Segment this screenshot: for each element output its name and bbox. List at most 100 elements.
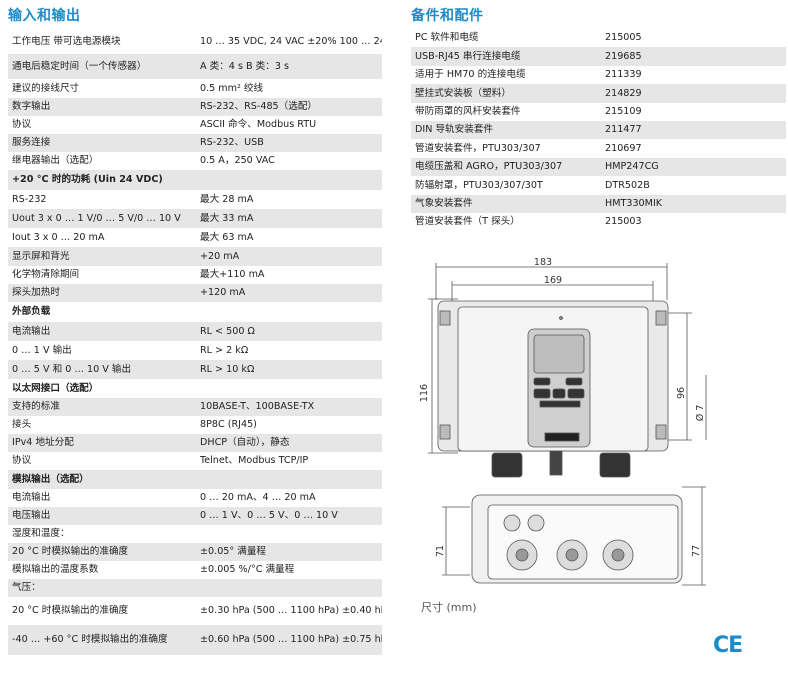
spec-label: 支持的标准 — [8, 398, 196, 416]
dimension-caption: 尺寸 (mm) — [421, 601, 477, 614]
accessory-name: 气象安装套件 — [411, 194, 601, 213]
accessory-code: 211339 — [601, 65, 786, 85]
spec-value: 最大+110 mA — [196, 266, 382, 284]
spec-value: DHCP（自动），静态 — [196, 434, 382, 452]
spec-value: RL < 500 Ω — [196, 322, 382, 341]
accessory-name: 防辐射罩，PTU303/307/30T — [411, 176, 601, 195]
dim-height-77: 77 — [691, 545, 702, 557]
spec-label: 探头加热时 — [8, 284, 196, 302]
spec-value: 最大 33 mA — [196, 209, 382, 228]
spec-value: ±0.30 hPa (500 … 1100 hPa) ±0.40 hPa (50… — [196, 597, 382, 625]
spec-value: ASCII 命令、Modbus RTU — [196, 116, 382, 134]
spec-label: 以太网接口（选配） — [8, 379, 196, 398]
spec-value: A 类：4 s B 类：3 s — [196, 54, 382, 79]
spec-label: 0 … 5 V 和 0 … 10 V 输出 — [8, 360, 196, 379]
accessory-name: DIN 导轨安装套件 — [411, 120, 601, 140]
section-header-row: 以太网接口（选配） — [8, 379, 382, 398]
accessory-code: 214829 — [601, 84, 786, 103]
spec-value: ±0.005 %/°C 满量程 — [196, 561, 382, 579]
spec-value: RL > 2 kΩ — [196, 341, 382, 360]
spec-label: 工作电压 带可选电源模块 — [8, 29, 196, 54]
spec-label: 0 … 1 V 输出 — [8, 341, 196, 360]
dim-height-116: 116 — [419, 384, 430, 402]
spec-label: Uout 3 x 0 … 1 V/0 … 5 V/0 … 10 V — [8, 209, 196, 228]
spec-label: 继电器输出（选配） — [8, 152, 196, 170]
spec-value: RS-232、RS-485（选配） — [196, 98, 382, 116]
spec-value: 10BASE-T、100BASE-TX — [196, 398, 382, 416]
accessory-code: 215003 — [601, 212, 786, 232]
accessory-code: 211477 — [601, 120, 786, 140]
spec-value: 0 … 20 mA、4 … 20 mA — [196, 489, 382, 507]
spec-label: 数字输出 — [8, 98, 196, 116]
spec-row: 20 °C 时模拟输出的准确度±0.30 hPa (500 … 1100 hPa… — [8, 597, 382, 625]
spec-value — [196, 379, 382, 398]
spec-value: +120 mA — [196, 284, 382, 302]
spec-label: 显示屏和背光 — [8, 247, 196, 266]
spec-label: IPv4 地址分配 — [8, 434, 196, 452]
spec-row: 湿度和温度： — [8, 525, 382, 543]
spec-value — [196, 579, 382, 597]
spec-value — [196, 170, 382, 190]
accessory-name: 适用于 HM70 的连接电缆 — [411, 65, 601, 85]
spec-row: 模拟输出的温度系数±0.005 %/°C 满量程 — [8, 561, 382, 579]
ce-mark: CE — [713, 633, 743, 658]
accessory-name: 壁挂式安装板（塑料） — [411, 84, 601, 103]
spec-value: ±0.05° 满量程 — [196, 543, 382, 561]
dim-height-96: 96 — [676, 387, 687, 399]
spec-label: 通电后稳定时间（一个传感器） — [8, 54, 196, 79]
spec-row: 显示屏和背光+20 mA — [8, 247, 382, 266]
spec-value: Telnet、Modbus TCP/IP — [196, 452, 382, 470]
spec-label: 接头 — [8, 416, 196, 434]
dim-width-183: 183 — [534, 257, 552, 268]
spec-label: 20 °C 时模拟输出的准确度 — [8, 597, 196, 625]
spec-label: 化学物清除期间 — [8, 266, 196, 284]
spec-value: 8P8C (RJ45) — [196, 416, 382, 434]
spec-row: -40 … +60 °C 时模拟输出的准确度±0.60 hPa (500 … 1… — [8, 625, 382, 655]
section-header-row: 模拟输出（选配） — [8, 470, 382, 489]
spec-value: 最大 28 mA — [196, 190, 382, 209]
spec-label: +20 °C 时的功耗 (Uin 24 VDC) — [8, 170, 196, 190]
accessory-name: 管道安装套件（T 探头） — [411, 212, 601, 232]
spec-label: 电流输出 — [8, 489, 196, 507]
spec-value: RL > 10 kΩ — [196, 360, 382, 379]
spec-label: 电流输出 — [8, 322, 196, 341]
section-header-row: +20 °C 时的功耗 (Uin 24 VDC) — [8, 170, 382, 190]
spec-value — [196, 470, 382, 489]
accessory-name: 管道安装套件，PTU303/307 — [411, 139, 601, 158]
spec-label: 协议 — [8, 452, 196, 470]
spec-label: Iout 3 x 0 … 20 mA — [8, 228, 196, 247]
spec-value — [196, 302, 382, 322]
spec-value: 0 … 1 V、0 … 5 V、0 … 10 V — [196, 507, 382, 525]
io-heading: 输入和输出 — [8, 8, 81, 24]
dim-diameter-7: Ø 7 — [695, 405, 706, 422]
spec-label: 电压输出 — [8, 507, 196, 525]
accessory-code: DTR502B — [601, 176, 786, 195]
section-header-row: 外部负载 — [8, 302, 382, 322]
spec-label: 外部负载 — [8, 302, 196, 322]
spec-row: 20 °C 时模拟输出的准确度±0.05° 满量程 — [8, 543, 382, 561]
spec-value: 10 … 35 VDC, 24 VAC ±20% 100 … 240 VAC, … — [196, 29, 382, 54]
accessory-code: 219685 — [601, 47, 786, 66]
spec-value — [196, 525, 382, 543]
